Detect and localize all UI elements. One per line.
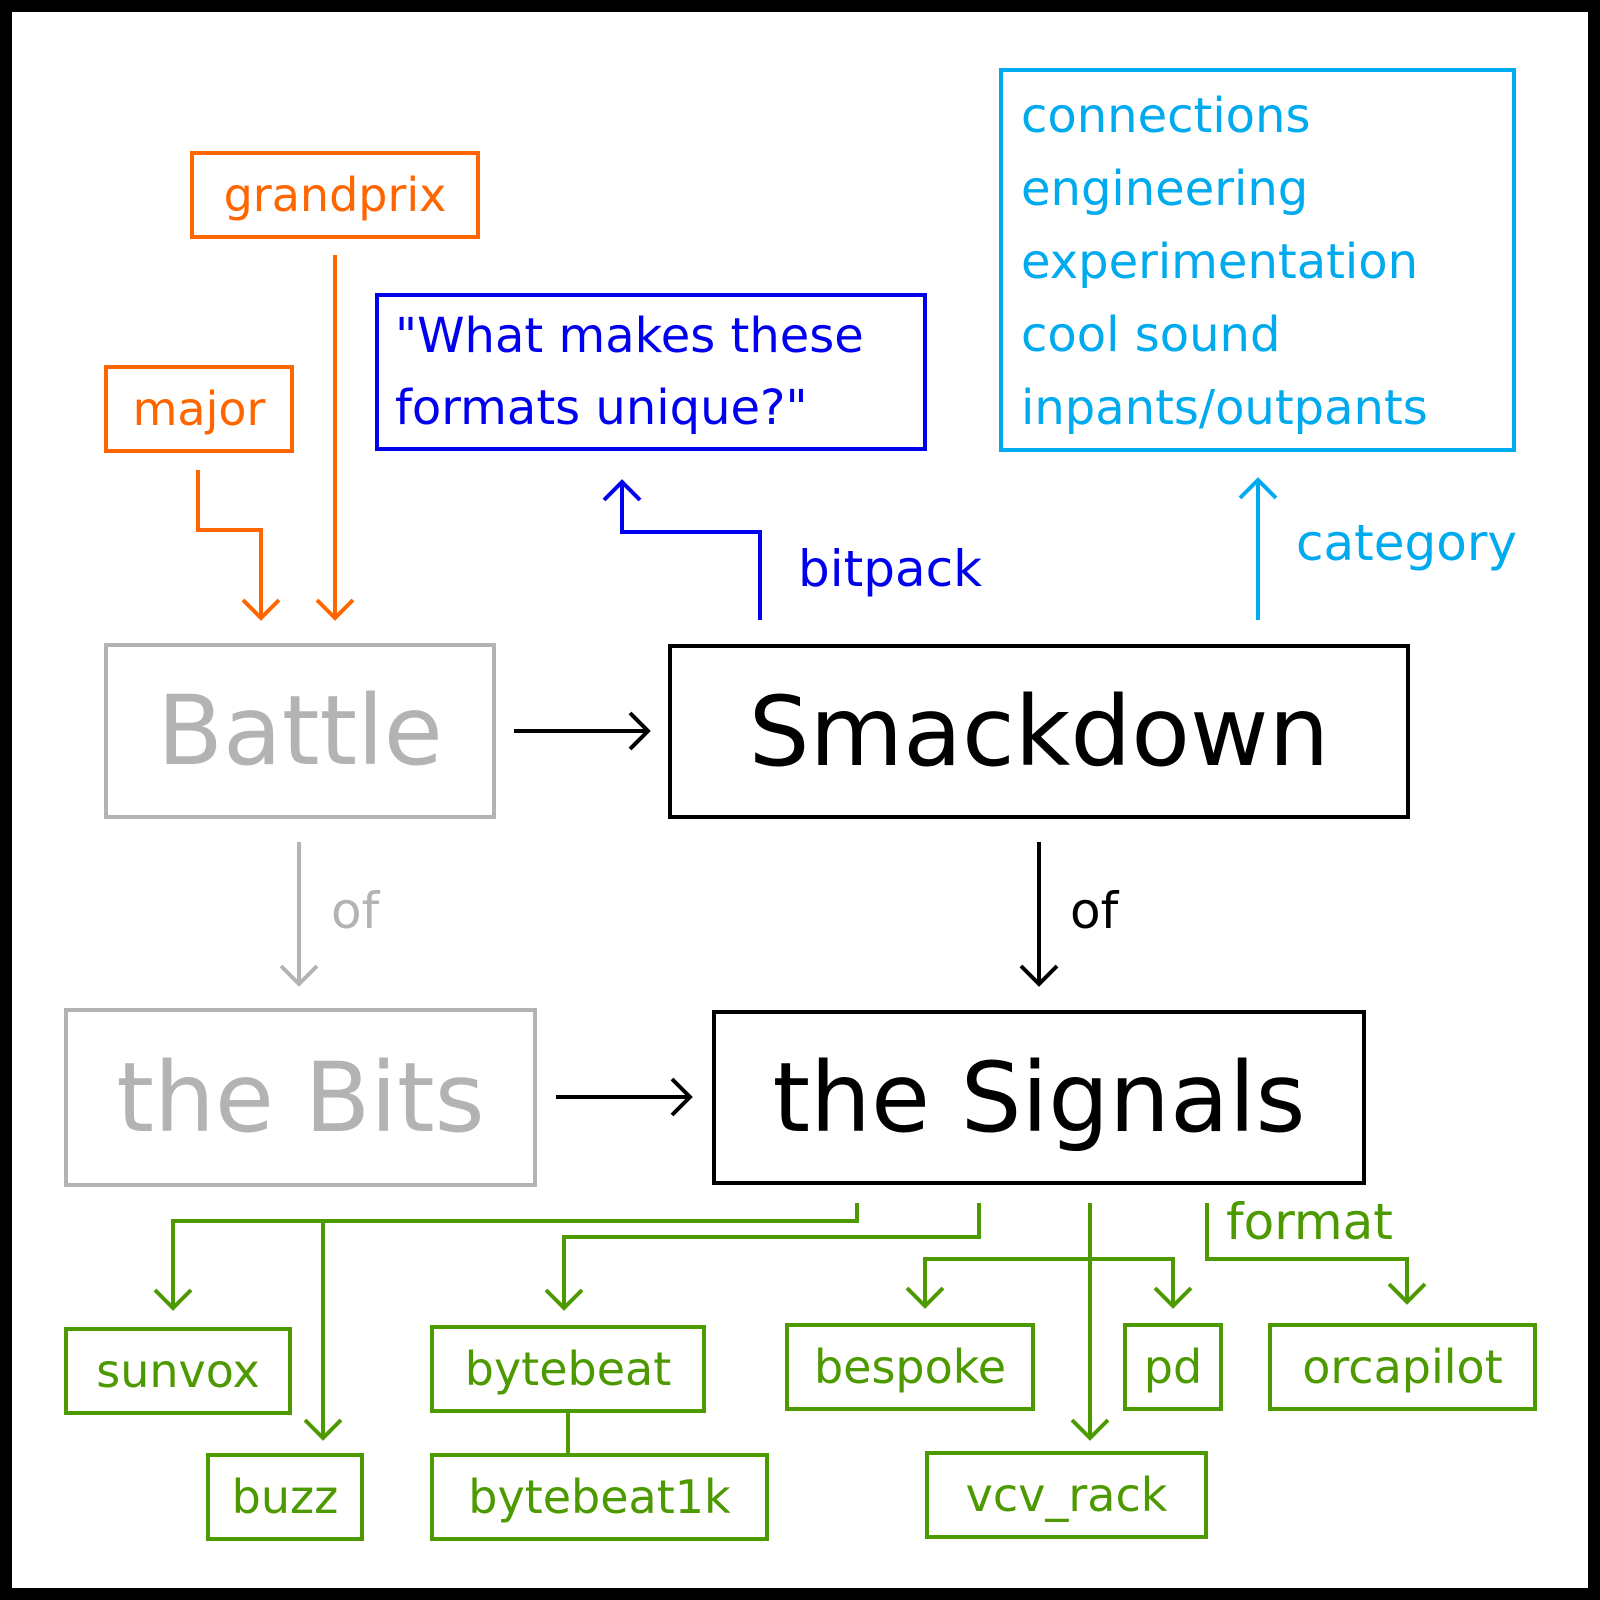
the-bits-node: the Bits — [64, 1008, 537, 1187]
arrowhead — [905, 1286, 945, 1309]
category-item: cool sound — [1021, 307, 1281, 363]
category-item: connections — [1021, 88, 1311, 144]
arrowhead — [241, 598, 281, 621]
question-line-1: "What makes these — [395, 308, 864, 364]
bitpack-label: bitpack — [798, 540, 983, 598]
bytebeat-node: bytebeat — [430, 1325, 706, 1413]
grey-arrow — [279, 842, 319, 987]
question-line-2: formats unique?" — [395, 380, 808, 436]
orcapilot-node: orcapilot — [1268, 1323, 1537, 1411]
major-node: major — [104, 365, 294, 453]
bitpack-arrow — [602, 479, 762, 620]
arrowhead — [315, 598, 355, 621]
category-list-node: connections engineering experimentation … — [999, 68, 1516, 452]
arrowhead — [303, 1418, 343, 1441]
bespoke-pd-line — [923, 1257, 1175, 1306]
arrowhead — [544, 1288, 584, 1311]
category-item: engineering — [1021, 161, 1309, 217]
orange-arrows — [196, 255, 355, 621]
bespoke-node: bespoke — [785, 1323, 1035, 1411]
arrowhead — [1238, 477, 1278, 500]
arrowhead — [1387, 1282, 1427, 1305]
category-item: experimentation — [1021, 234, 1419, 290]
vcv-rack-node: vcv_rack — [925, 1451, 1208, 1539]
arrowhead — [1019, 964, 1059, 987]
category-label: category — [1296, 514, 1517, 572]
pd-node: pd — [1123, 1323, 1223, 1411]
of-label-grey: of — [331, 882, 380, 940]
bytebeat1k-node: bytebeat1k — [430, 1453, 769, 1541]
arrowhead — [1153, 1286, 1193, 1309]
question-node: "What makes these formats unique?" — [375, 293, 927, 451]
battle-node: Battle — [104, 643, 496, 819]
orcapilot-line — [1205, 1203, 1409, 1302]
arrowhead — [602, 479, 642, 502]
arrowhead — [670, 1077, 693, 1117]
green-arrows — [153, 1203, 1427, 1453]
arrowhead — [279, 964, 319, 987]
smackdown-node: Smackdown — [668, 644, 1410, 819]
the-signals-node: the Signals — [712, 1010, 1366, 1185]
grandprix-node: grandprix — [190, 151, 480, 239]
arrowhead — [1070, 1418, 1110, 1441]
arrowhead — [628, 711, 651, 751]
of-label-black: of — [1070, 882, 1119, 940]
sunvox-line — [171, 1203, 859, 1308]
bytebeat-line — [562, 1203, 981, 1308]
sunvox-node: sunvox — [64, 1327, 292, 1415]
arrowhead — [153, 1288, 193, 1311]
format-label: format — [1226, 1193, 1393, 1251]
black-arrows — [514, 711, 1059, 1117]
category-arrow — [1238, 477, 1278, 620]
category-item: inpants/outpants — [1021, 380, 1428, 436]
buzz-node: buzz — [206, 1453, 364, 1541]
bitpack-line — [620, 482, 762, 620]
major-arrow — [196, 470, 263, 618]
